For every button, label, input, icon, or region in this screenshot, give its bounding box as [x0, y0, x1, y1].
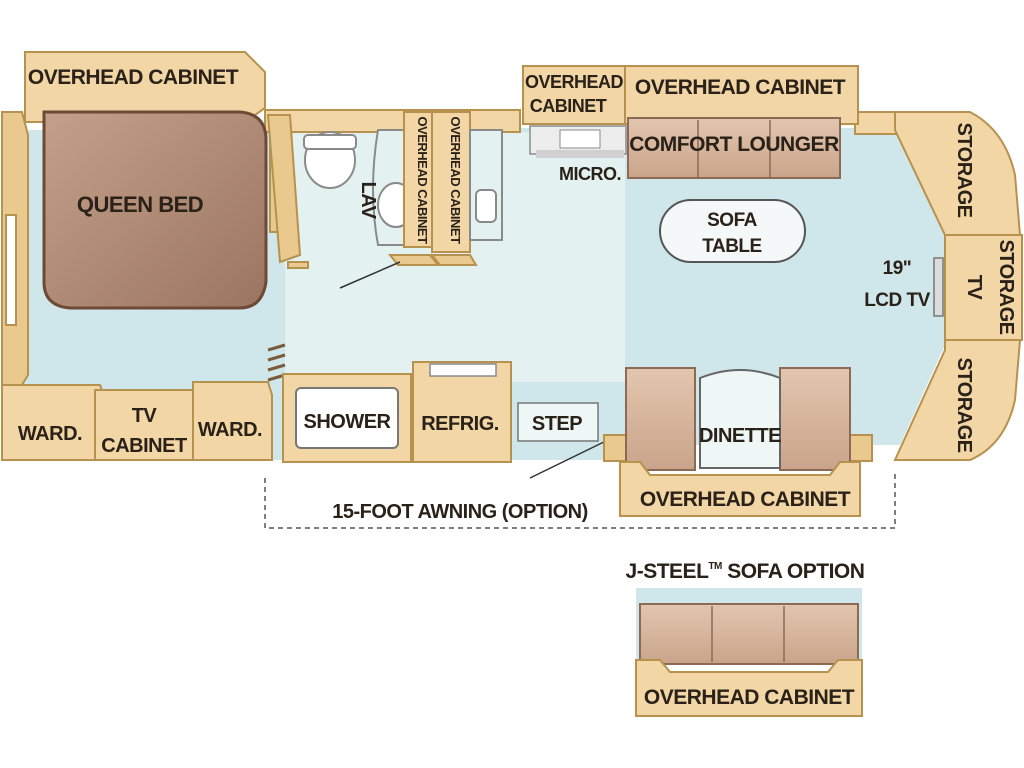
- overhead-cabinet-bath-label-right: OVERHEAD CABINET: [448, 116, 463, 244]
- overhead-cabinet-bedroom: OVERHEAD CABINET: [24, 51, 266, 123]
- tv-type-label: LCD TV: [864, 290, 930, 311]
- sofa-option-prefix: J-STEEL: [626, 560, 710, 583]
- bath-sink: [469, 129, 503, 241]
- overhead-cabinet-dinette-label: OVERHEAD CABINET: [640, 488, 851, 511]
- overhead-cabinet-bath-label-left: OVERHEAD CABINET: [415, 116, 430, 244]
- storage-top-label: STORAGE: [953, 122, 975, 217]
- bathroom-walls: [266, 114, 309, 269]
- overhead-cabinet-bedroom-label: OVERHEAD CABINET: [28, 66, 239, 89]
- overhead-cabinet-front-label: OVERHEAD CABINET: [635, 76, 846, 99]
- overhead-cabinet-galley-label-2: CABINET: [530, 96, 607, 116]
- micro-label: MICRO.: [559, 164, 621, 184]
- entry-door-swing: [529, 437, 613, 479]
- tv-size-label: 19": [883, 258, 912, 279]
- bath-door: [387, 254, 478, 266]
- sofa-table: SOFA TABLE: [659, 199, 806, 263]
- toilet: [303, 131, 357, 189]
- refrigerator: REFRIG.: [412, 361, 512, 463]
- lcd-tv: 19" LCD TV: [864, 257, 944, 317]
- storage-tv-label-2: TV: [963, 275, 985, 301]
- overhead-cabinet-dinette: OVERHEAD CABINET: [619, 461, 861, 517]
- entry-step: STEP: [517, 402, 599, 442]
- tv-cabinet: TV CABINET: [94, 389, 194, 461]
- awning-label: 15-FOOT AWNING (OPTION): [332, 501, 588, 523]
- sofa-table-label-1: SOFA: [707, 210, 758, 231]
- lav-label: LAV: [357, 181, 379, 219]
- overhead-cabinet-galley-label-1: OVERHEAD: [525, 72, 624, 92]
- wardrobe-right: WARD.: [192, 381, 273, 461]
- overhead-cabinet-galley: OVERHEAD CABINET: [522, 65, 626, 125]
- tv-cabinet-label-2: CABINET: [101, 435, 187, 457]
- wardrobe-left-label: WARD.: [18, 423, 82, 445]
- dinette-label: DINETTE: [699, 425, 781, 447]
- storage-top: STORAGE: [894, 111, 1022, 236]
- overhead-cabinet-option: OVERHEAD CABINET: [635, 659, 863, 717]
- storage-bottom-label: STORAGE: [953, 357, 975, 452]
- step-label: STEP: [532, 413, 582, 435]
- queen-bed-label: QUEEN BED: [77, 192, 203, 217]
- wardrobe-left: WARD.: [1, 384, 106, 461]
- overhead-cabinet-bath: OVERHEAD CABINET OVERHEAD CABINET: [403, 111, 471, 253]
- comfort-lounger: COMFORT LOUNGER: [627, 117, 841, 179]
- sofa-table-label-2: TABLE: [702, 236, 761, 257]
- queen-bed: QUEEN BED: [42, 110, 268, 310]
- sofa-option-suffix: SOFA OPTION: [722, 560, 865, 583]
- overhead-cabinet-front: OVERHEAD CABINET: [624, 65, 859, 125]
- awning-outline: [264, 470, 896, 529]
- storage-bottom: STORAGE: [893, 339, 1022, 461]
- sofa-option-tm: TM: [708, 561, 722, 572]
- comfort-lounger-label: COMFORT LOUNGER: [629, 133, 839, 156]
- tv-cabinet-label-1: TV: [132, 405, 158, 427]
- overhead-cabinet-option-label: OVERHEAD CABINET: [644, 686, 855, 709]
- microwave-range: MICRO.: [529, 125, 627, 184]
- shower-label: SHOWER: [304, 411, 392, 433]
- storage-tv-label-1: STORAGE: [995, 239, 1017, 334]
- dinette: DINETTE: [603, 367, 873, 471]
- wardrobe-right-label: WARD.: [198, 419, 262, 441]
- shower: SHOWER: [282, 373, 412, 463]
- refrig-label: REFRIG.: [421, 413, 499, 435]
- sofa-option-title: J-STEELTM SOFA OPTION: [626, 560, 865, 583]
- storage-tv: STORAGE TV: [944, 234, 1023, 341]
- sofa-option: [636, 588, 862, 665]
- bath-door-swing: [339, 261, 401, 289]
